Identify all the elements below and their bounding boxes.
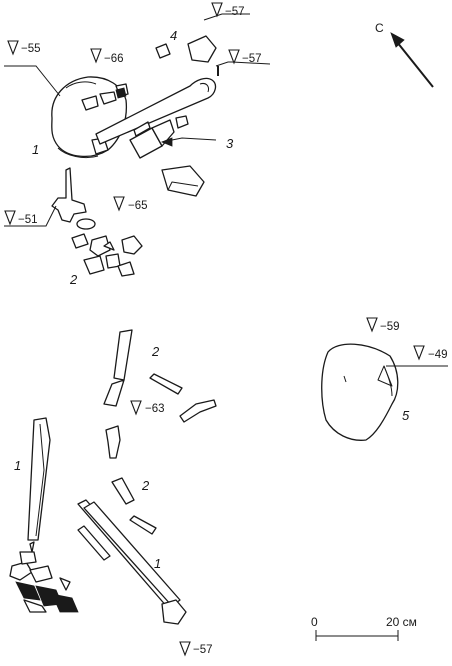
long-bone-left <box>27 417 51 541</box>
fragment-4 <box>187 35 217 63</box>
level-label: −57 <box>225 6 245 18</box>
bone-number: 4 <box>170 28 177 43</box>
bone-number: 2 <box>151 344 160 359</box>
north-arrow: С <box>375 21 434 88</box>
long-bone-lower-b <box>83 501 181 607</box>
level-marks-lower: −63 −57 −59 −49 <box>130 317 448 656</box>
scale-end-label: 20 см <box>386 615 417 629</box>
level-label: −63 <box>145 403 165 415</box>
level-label: −59 <box>380 321 400 333</box>
thin-bone <box>113 329 133 381</box>
level-label: −49 <box>428 349 448 361</box>
level-label: −57 <box>193 644 213 656</box>
bone-number: 2 <box>141 478 150 493</box>
bone-number: 3 <box>226 136 234 151</box>
level-label: −57 <box>242 53 262 65</box>
scale-bar: 0 20 см <box>311 615 417 641</box>
long-bone-upper <box>95 77 217 145</box>
bone-number: 1 <box>154 556 161 571</box>
skull-fragment <box>51 76 128 157</box>
scale-zero-label: 0 <box>311 615 318 629</box>
stone-5 <box>321 343 399 441</box>
level-label: −55 <box>21 43 41 55</box>
level-label: −51 <box>18 214 38 226</box>
level-label: −66 <box>104 53 124 65</box>
north-label: С <box>375 21 384 35</box>
bone-number: 1 <box>32 142 39 157</box>
bone-number: 2 <box>69 272 78 287</box>
level-label: −65 <box>128 200 148 212</box>
fragment-slab <box>161 165 205 197</box>
level-marks-upper: −57 −55 −66 −57 −51 −65 <box>4 2 262 226</box>
bone-number: 1 <box>14 458 21 473</box>
bone-number: 5 <box>402 408 410 423</box>
upper-leaders <box>4 13 271 227</box>
upper-bone-cluster <box>51 35 219 277</box>
fragment-2-cluster <box>71 233 89 249</box>
foot-bones <box>9 561 33 581</box>
lower-bone-cluster <box>9 329 399 625</box>
vertebra-fragment <box>51 167 87 223</box>
